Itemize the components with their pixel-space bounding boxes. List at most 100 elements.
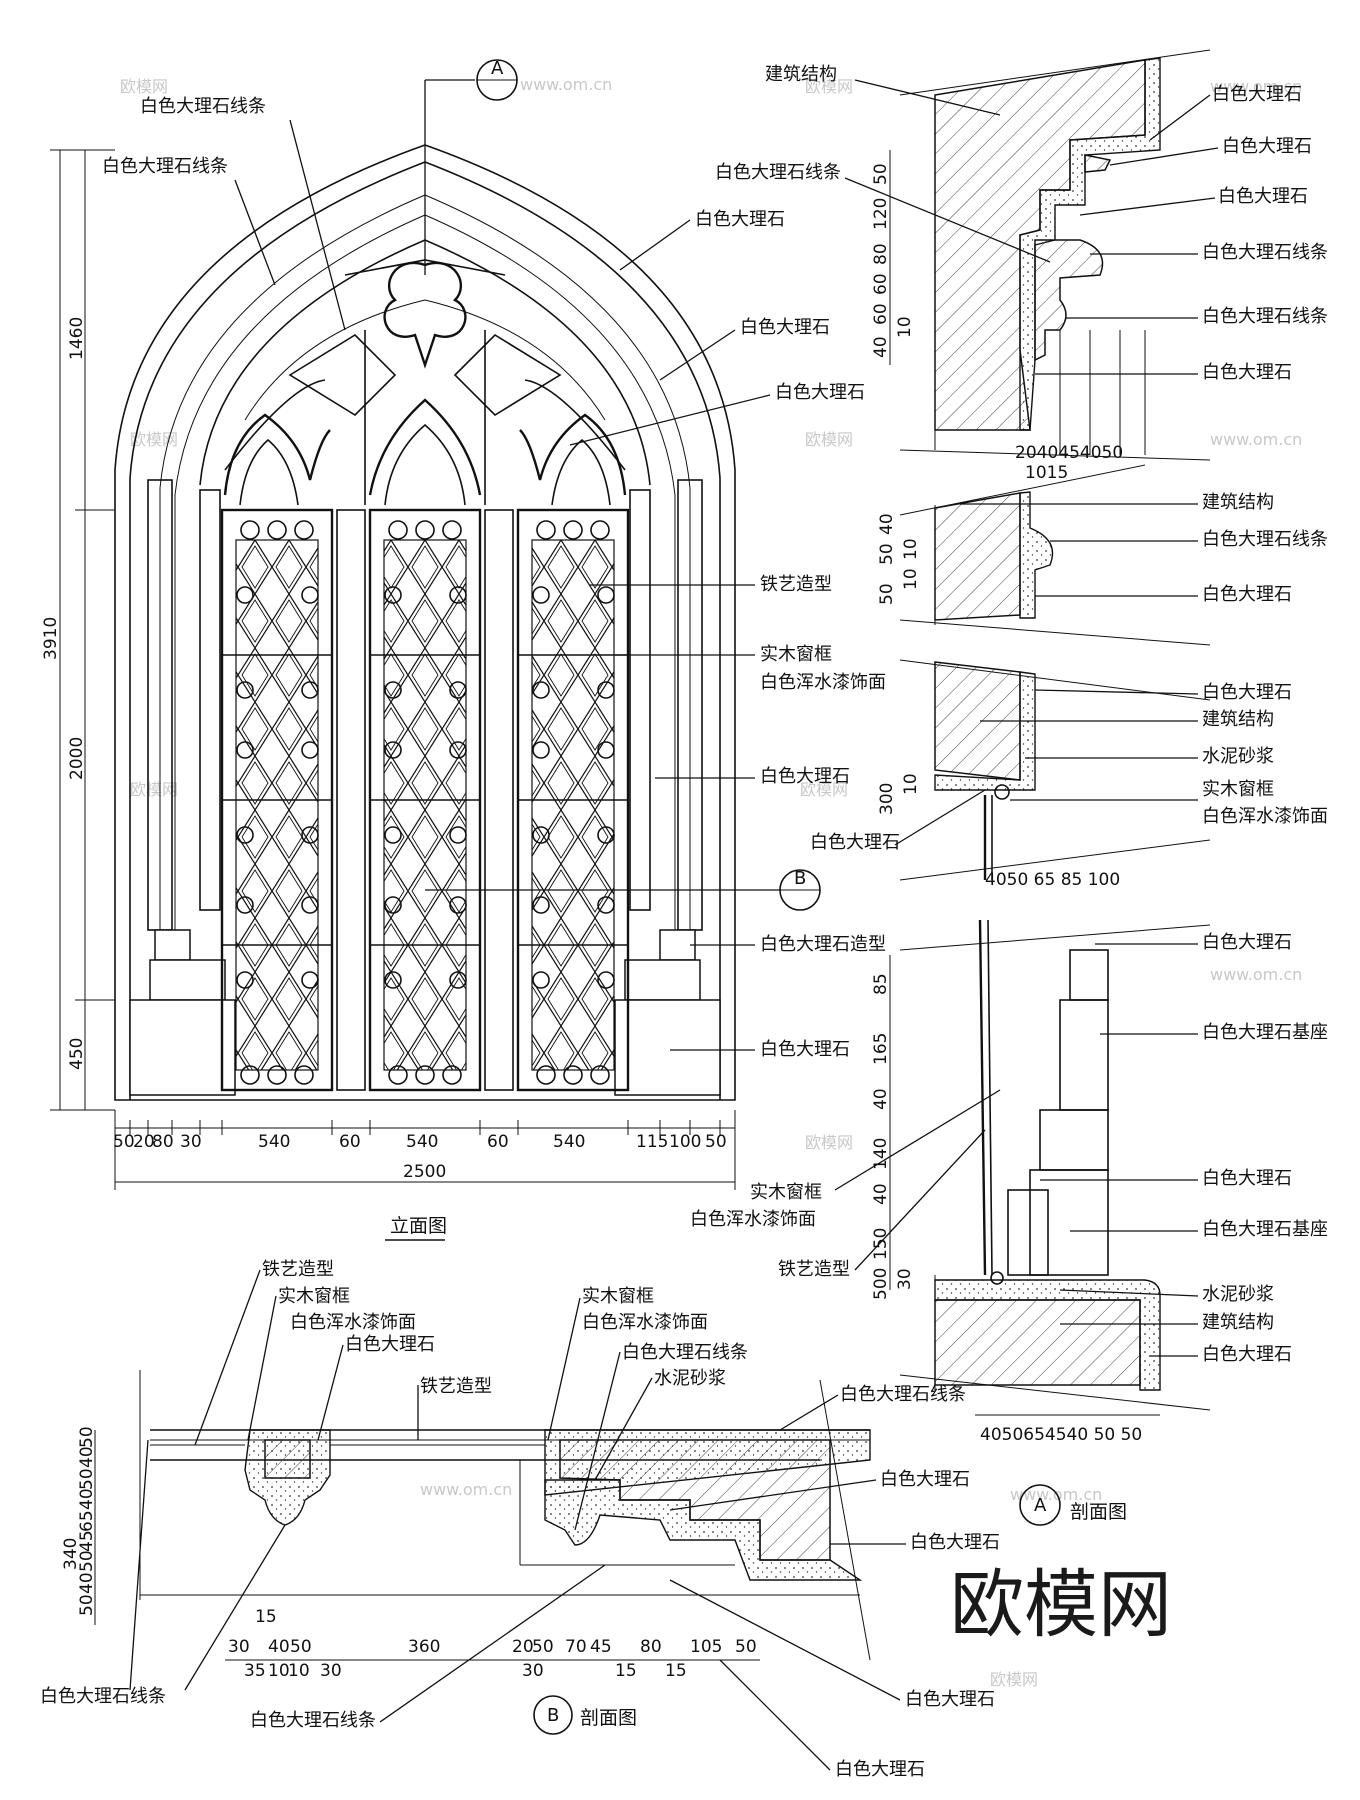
label-marble: 白色大理石 [905,1689,995,1710]
dim-50: 50 [735,1637,757,1657]
dim-60: 60 [871,273,891,295]
dim-1460: 1460 [67,317,87,360]
dim-10: 10 [901,568,921,590]
dim-115: 115 [636,1132,668,1152]
label-marble-molding: 白色大理石线条 [1202,306,1328,327]
section-b-title: 剖面图 [580,1707,637,1729]
dim-40: 40 [871,1088,891,1110]
label-cement: 水泥砂浆 [1202,1284,1274,1305]
dim-540: 540 [258,1132,290,1152]
dim-140: 140 [871,1138,891,1170]
dim-20: 20 [512,1637,534,1657]
watermark: 欧模网 [990,1670,1038,1689]
center-arch [368,398,482,496]
label-wood-finish: 白色浑水漆饰面 [582,1312,708,1333]
watermark: 欧模网 [800,780,848,799]
section-a-title: 剖面图 [1070,1501,1127,1523]
columns [129,479,721,1096]
site-logo: 欧模网 [950,1562,1172,1648]
label-marble-molding: 白色大理石线条 [715,162,841,183]
label-iron-art: 铁艺造型 [262,1259,334,1280]
label-marble-molding: 白色大理石线条 [250,1710,376,1731]
dim-1015: 1015 [1025,463,1068,483]
label-marble: 白色大理石 [1202,932,1292,953]
dim-150: 150 [871,1228,891,1260]
dim-450: 450 [67,1038,87,1070]
dim-30: 30 [320,1661,342,1681]
dim-50: 50 [77,1468,97,1490]
dims-bottom: 4050654540 50 50 [980,1425,1142,1445]
watermark: www.om.cn [1210,430,1302,449]
watermark: www.om.cn [1210,77,1302,96]
dims-sill: 4050 65 85 100 [985,870,1120,890]
dim-45: 45 [590,1637,612,1657]
dim-15: 15 [255,1607,277,1627]
label-marble: 白色大理石 [810,832,900,853]
label-iron-art: 铁艺造型 [778,1259,850,1280]
tracery [223,259,627,506]
label-marble: 白色大理石 [1202,682,1292,703]
dim-50: 50 [77,1594,97,1616]
elevation-height-dims: 1460 2000 450 3910 [41,149,115,1111]
section-b-marble-cladding [544,1479,863,1581]
dim-540: 540 [406,1132,438,1152]
watermark: 欧模网 [805,77,853,96]
label-marble: 白色大理石 [1212,84,1302,105]
section-a: 50 120 80 60 60 40 10 2040454050 1015 50… [690,49,1328,1526]
dim-340: 340 [61,1538,81,1570]
label-marble: 白色大理石 [880,1469,970,1490]
section-a-marker-label: A [1034,1495,1047,1516]
label-cement: 水泥砂浆 [1202,746,1274,767]
elevation-width-dims: 50 20 80 30 540 60 540 60 540 115 100 50… [113,1110,736,1190]
label-marble-molding: 白色大理石线条 [1202,242,1328,263]
section-b-labels: 铁艺造型 实木窗框 白色浑水漆饰面 白色大理石 铁艺造型 实木窗框 白色浑水漆饰… [40,1259,1000,1780]
dim-30: 30 [228,1637,250,1657]
label-marble-shape: 白色大理石造型 [760,934,886,955]
section-marker-b-label: B [794,868,806,889]
section-b-marker-label: B [547,1705,559,1726]
section-b-marker [533,1695,573,1735]
elevation-view: A B 白色大理石线条 白色大理石线条 白色大理石 白色大理石 白色大理石 铁艺… [41,58,886,1241]
label-marble: 白色大理石 [835,1759,925,1780]
dim-80: 80 [640,1637,662,1657]
dim-40: 40 [77,1572,97,1594]
label-marble: 白色大理石 [1202,362,1292,383]
label-marble: 白色大理石 [1202,1344,1292,1365]
dim-30: 30 [895,1268,915,1290]
dim-60: 60 [871,303,891,325]
dim-15: 15 [615,1661,637,1681]
section-b: 340 50 40 50 40 65 45 50 40 50 15 30 40 … [40,1259,1000,1780]
label-marble: 白色大理石 [775,382,865,403]
dim-40: 40 [77,1488,97,1510]
dim-50: 50 [877,583,897,605]
label-wood-frame: 实木窗框 [278,1286,350,1307]
dim-50: 50 [532,1637,554,1657]
window-panels [220,508,630,1092]
watermark: 欧模网 [805,1133,853,1152]
label-marble-base: 白色大理石基座 [1202,1219,1328,1240]
dim-total-2500: 2500 [403,1162,446,1182]
section-a-labels: 建筑结构 白色大理石 白色大理石 白色大理石线条 白色大理石 白色大理石线条 白… [690,64,1328,1365]
dim-40: 40 [877,513,897,535]
trefoil-ornament [383,261,467,369]
quatrefoil-left [288,333,397,417]
section-a-structure [934,1299,1141,1386]
label-wood-finish: 白色浑水漆饰面 [690,1209,816,1230]
elevation-labels: 白色大理石线条 白色大理石线条 白色大理石 白色大理石 白色大理石 铁艺造型 实… [102,96,886,1060]
label-wood-frame: 实木窗框 [750,1182,822,1203]
dim-2000: 2000 [67,737,87,780]
dim-80: 80 [871,243,891,265]
dim-40: 40 [871,336,891,358]
label-structure: 建筑结构 [1202,492,1274,513]
label-wood-finish: 白色浑水漆饰面 [290,1312,416,1333]
label-marble: 白色大理石 [1218,186,1308,207]
watermark: www.om.cn [520,75,612,94]
label-marble: 白色大理石 [1202,1168,1292,1189]
dim-10: 10 [268,1661,290,1681]
dim-50: 50 [77,1426,97,1448]
dim-500: 500 [871,1268,891,1300]
dim-50: 50 [290,1637,312,1657]
watermark: 欧模网 [805,430,853,449]
dim-50: 50 [113,1132,135,1152]
